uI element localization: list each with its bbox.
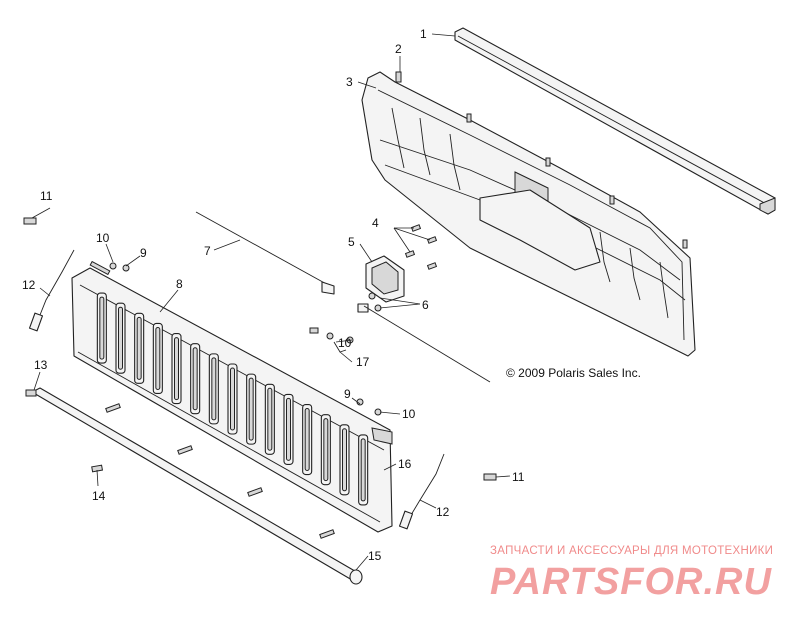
callout-10a: 10 bbox=[96, 231, 110, 245]
callout-12a: 12 bbox=[22, 278, 36, 292]
watermark-tagline: ЗАПЧАСТИ И АКСЕССУАРЫ ДЛЯ МОТОТЕХНИКИ bbox=[490, 545, 773, 557]
callout-5: 5 bbox=[348, 235, 355, 249]
callout-13: 13 bbox=[34, 358, 48, 372]
part-latch-rod-left bbox=[195, 211, 335, 295]
panel-rib-inner bbox=[174, 337, 179, 401]
panel-rib-inner bbox=[360, 438, 366, 502]
part-latch-screws bbox=[404, 224, 438, 270]
panel-rib-inner bbox=[118, 306, 123, 370]
part-latch-rod-right bbox=[363, 305, 491, 383]
part-bottom-bolts bbox=[91, 403, 335, 539]
callout-9b: 9 bbox=[344, 387, 351, 401]
panel-rib-inner bbox=[342, 428, 347, 492]
callout-10b: 10 bbox=[338, 336, 352, 350]
part-latch-handle bbox=[365, 255, 405, 303]
callout-labels: 1 2 3 4 5 6 7 8 9 9 10 10 10 11 11 12 12… bbox=[22, 27, 525, 563]
panel-rib-inner bbox=[304, 408, 310, 472]
panel-rib-inner bbox=[211, 357, 217, 421]
callout-6: 6 bbox=[422, 298, 429, 312]
callout-11b: 11 bbox=[512, 470, 525, 484]
callout-11a: 11 bbox=[40, 189, 53, 203]
callout-16: 16 bbox=[398, 457, 412, 471]
watermark-logo: PARTSFOR.RU bbox=[490, 561, 772, 603]
callout-2: 2 bbox=[395, 42, 402, 56]
panel-rib-inner bbox=[286, 397, 291, 461]
part-bottom-hinge-rod bbox=[25, 387, 363, 585]
part-support-cables bbox=[28, 249, 445, 530]
panel-rib-inner bbox=[230, 367, 235, 431]
copyright-text: © 2009 Polaris Sales Inc. bbox=[506, 366, 641, 380]
part-bolts-inner bbox=[395, 71, 688, 249]
part-top-cap-rail bbox=[454, 27, 776, 215]
callout-1: 1 bbox=[420, 27, 427, 41]
callout-7: 7 bbox=[204, 244, 211, 258]
callout-12b: 12 bbox=[436, 505, 450, 519]
callout-15: 15 bbox=[368, 549, 382, 563]
outer-panel-ribs bbox=[96, 292, 369, 506]
panel-rib-inner bbox=[136, 316, 142, 380]
panel-rib-inner bbox=[248, 377, 254, 441]
panel-rib-inner bbox=[192, 347, 198, 411]
callout-3: 3 bbox=[346, 75, 353, 89]
callout-14: 14 bbox=[92, 489, 106, 503]
panel-rib-inner bbox=[323, 418, 329, 482]
leader-lines bbox=[31, 33, 511, 571]
panel-rib-inner bbox=[267, 387, 273, 451]
callout-9a: 9 bbox=[140, 246, 147, 260]
callout-8: 8 bbox=[176, 277, 183, 291]
callout-4: 4 bbox=[372, 216, 379, 230]
callout-17: 17 bbox=[356, 355, 370, 369]
panel-rib-inner bbox=[155, 326, 161, 390]
panel-rib-inner bbox=[99, 296, 105, 360]
callout-10c: 10 bbox=[402, 407, 416, 421]
part-inner-panel bbox=[361, 71, 696, 357]
